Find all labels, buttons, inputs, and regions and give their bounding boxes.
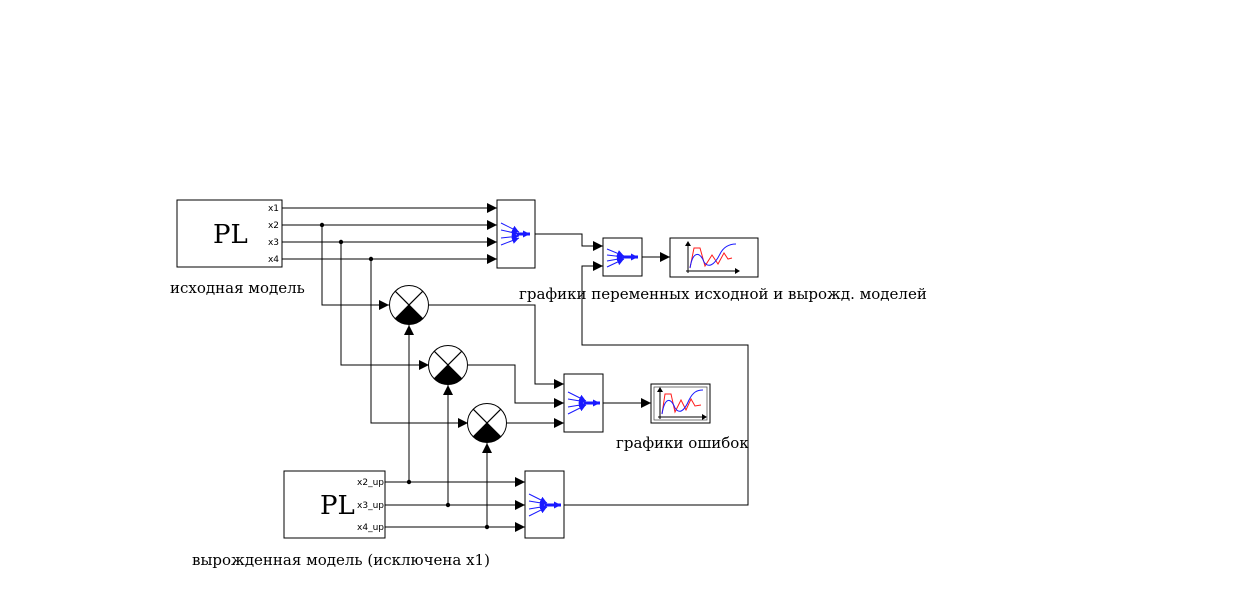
port-label: x3_up xyxy=(357,501,384,511)
mux-arrows-icon xyxy=(567,391,600,415)
variables-plot-caption: графики переменных исходной и вырожд. мо… xyxy=(519,285,927,303)
mux-block-3[interactable] xyxy=(563,373,604,433)
wire-x3-to-sum2 xyxy=(340,242,429,370)
wire-mux1-to-mux2 xyxy=(535,233,603,251)
wires xyxy=(282,203,749,532)
port-label: x2_up xyxy=(357,478,384,488)
mux-block-1[interactable] xyxy=(496,199,536,269)
port-label: x3 xyxy=(268,238,279,248)
scope-errors[interactable] xyxy=(650,383,711,424)
wire-sum1-to-mux3 xyxy=(429,304,564,389)
degenerate-model-label: PL xyxy=(320,491,355,521)
junction-dot xyxy=(319,222,325,228)
errors-plot-caption: графики ошибок xyxy=(616,434,749,452)
mux-arrows-icon xyxy=(528,493,561,517)
wire-x4-to-sum3 xyxy=(370,259,468,428)
summator-3[interactable] xyxy=(467,403,507,443)
scope-red-trace xyxy=(661,393,702,415)
junction-dot xyxy=(484,524,490,530)
summator-icon xyxy=(389,285,429,325)
scope-graph-icon xyxy=(685,241,740,274)
mux-arrows-icon xyxy=(606,248,638,268)
summator-icon xyxy=(467,403,507,443)
original-model-caption: исходная модель xyxy=(170,279,305,297)
summator-2[interactable] xyxy=(428,345,468,385)
summator-1[interactable] xyxy=(389,285,429,325)
scope-variables[interactable] xyxy=(669,237,759,278)
mux-block-2[interactable] xyxy=(602,237,643,277)
original-model-block[interactable]: PL x1 x2 x3 x4 xyxy=(176,199,283,268)
scope-blue-trace xyxy=(661,389,704,415)
junction-dot xyxy=(406,479,412,485)
scope-blue-trace xyxy=(689,243,737,269)
degenerate-model-caption: вырожденная модель (исключена x1) xyxy=(192,551,490,569)
port-label: x4 xyxy=(268,255,279,265)
port-label: x1 xyxy=(268,204,279,214)
junction-dot xyxy=(445,502,451,508)
degenerate-model-block[interactable]: PL x2_up x3_up x4_up xyxy=(283,470,386,539)
junction-dot xyxy=(338,239,344,245)
wire-mux4-to-mux2 xyxy=(564,261,749,506)
port-label: x2 xyxy=(268,221,279,231)
wire-x2-to-sum1 xyxy=(321,225,389,310)
wire-sum2-to-mux3 xyxy=(468,364,564,408)
port-label: x4_up xyxy=(357,523,384,533)
summator-icon xyxy=(428,345,468,385)
mux-arrows-icon xyxy=(500,222,530,246)
original-model-label: PL xyxy=(213,220,248,250)
scope-graph-icon xyxy=(657,387,707,420)
scope-red-trace xyxy=(689,247,733,269)
junction-dot xyxy=(368,256,374,262)
mux-block-4[interactable] xyxy=(524,470,565,539)
